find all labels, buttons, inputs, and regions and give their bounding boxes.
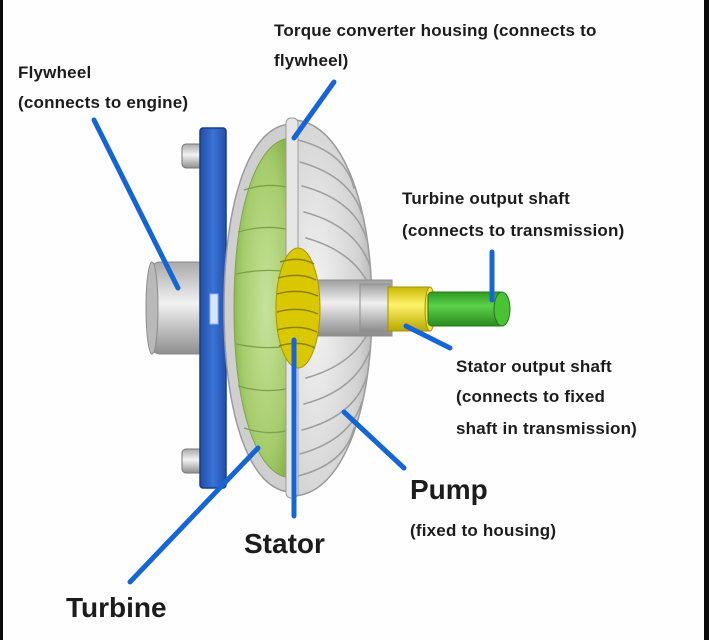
label-turbine-shaft-line1: Turbine output shaft [402, 189, 570, 208]
pointer-flywheel [91, 117, 181, 291]
label-housing-line2: flywheel) [274, 51, 349, 70]
turbine-body [223, 123, 293, 493]
pointer-housing [291, 79, 337, 141]
pointer-stator-shaft [403, 323, 453, 351]
flywheel-hub [145, 261, 209, 355]
label-stator: Stator [244, 528, 325, 559]
flywheel-plate [199, 127, 227, 489]
label-turbine-shaft-line2: (connects to transmission) [402, 221, 625, 240]
left-border [0, 0, 3, 640]
label-turbine: Turbine [66, 592, 167, 623]
label-stator-shaft-line3: shaft in transmission) [456, 419, 638, 438]
label-housing-line1: Torque converter housing (connects to [274, 21, 597, 40]
pointer-pump [341, 409, 407, 471]
label-pump: Pump [410, 474, 488, 505]
flywheel-bolts [181, 143, 205, 474]
turbine-output-shaft [427, 291, 511, 327]
stator-wheel [275, 247, 321, 369]
pointer-turbine [127, 445, 261, 585]
label-pump-note: (fixed to housing) [410, 521, 557, 540]
right-border [704, 0, 709, 640]
label-flywheel-line1: Flywheel [18, 63, 92, 82]
label-flywheel-line2: (connects to engine) [18, 93, 189, 112]
label-stator-shaft-line1: Stator output shaft [456, 357, 612, 376]
label-stator-shaft-line2: (connects to fixed [456, 387, 606, 406]
